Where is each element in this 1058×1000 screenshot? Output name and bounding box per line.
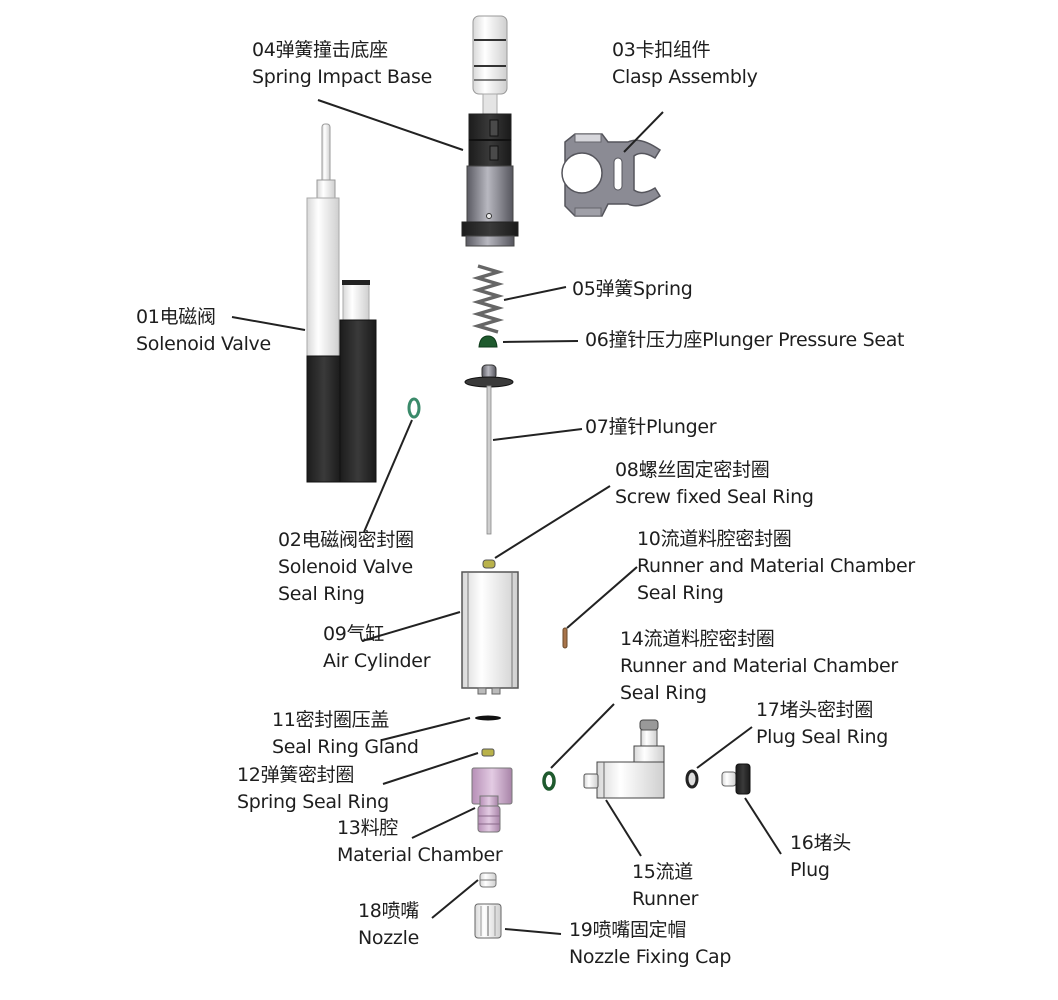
- label-07-plunger: 07撞针Plunger: [585, 414, 717, 441]
- label-en: Plug: [790, 859, 830, 881]
- part-05-spring: [471, 264, 505, 334]
- part-07-plunger: [464, 364, 514, 535]
- label-zh: 17堵头密封圈: [756, 699, 874, 721]
- part-12-spring-seal-ring: [481, 748, 495, 757]
- label-en: Seal Ring Gland: [272, 736, 419, 758]
- label-en: Material Chamber: [337, 844, 503, 866]
- label-en: Runner and Material Chamber: [620, 655, 898, 677]
- leader-lines: [231, 99, 782, 935]
- label-zh: 01电磁阀: [136, 306, 216, 328]
- part-13-material-chamber: [471, 767, 513, 833]
- part-11-seal-ring-gland: [475, 715, 501, 721]
- label-en-2: Seal Ring: [620, 682, 707, 704]
- label-zh: 11密封圈压盖: [272, 709, 390, 731]
- label-zh: 08螺丝固定密封圈: [615, 459, 770, 481]
- part-18-nozzle: [479, 872, 497, 888]
- label-zh: 10流道料腔密封圈: [637, 528, 792, 550]
- label-zh: 09气缸: [323, 623, 384, 645]
- label-en: Spring Seal Ring: [237, 791, 389, 813]
- label-03-clasp-assembly: 03卡扣组件 Clasp Assembly: [612, 37, 758, 91]
- label-zh: 18喷嘴: [358, 900, 419, 922]
- part-19-nozzle-fixing-cap: [474, 903, 502, 939]
- label-en: Plug Seal Ring: [756, 726, 888, 748]
- label-zh: 05弹簧Spring: [572, 278, 693, 300]
- label-19-nozzle-fixing-cap: 19喷嘴固定帽 Nozzle Fixing Cap: [569, 917, 731, 971]
- part-14-runner-seal-ring: [542, 771, 556, 791]
- part-03-clasp-assembly: [561, 133, 662, 217]
- label-en: Nozzle Fixing Cap: [569, 946, 732, 968]
- part-06-plunger-pressure-seat: [478, 335, 498, 348]
- part-01-solenoid-valve: [306, 123, 377, 483]
- label-17-plug-seal-ring: 17堵头密封圈 Plug Seal Ring: [756, 697, 888, 751]
- label-zh: 07撞针Plunger: [585, 416, 717, 438]
- label-09-air-cylinder: 09气缸 Air Cylinder: [323, 621, 431, 675]
- part-09-air-cylinder: [461, 571, 519, 695]
- label-15-runner: 15流道 Runner: [632, 859, 698, 913]
- part-17-plug-seal-ring: [685, 769, 699, 789]
- label-en: Clasp Assembly: [612, 66, 758, 88]
- label-16-plug: 16堵头 Plug: [790, 830, 851, 884]
- label-zh: 02电磁阀密封圈: [278, 529, 414, 551]
- label-en-2: Seal Ring: [278, 583, 365, 605]
- label-01-solenoid-valve: 01电磁阀 Solenoid Valve: [136, 304, 271, 358]
- label-zh: 12弹簧密封圈: [237, 764, 355, 786]
- label-05-spring: 05弹簧Spring: [572, 276, 693, 303]
- label-en: Nozzle: [358, 927, 419, 949]
- part-04-spring-impact-base: [461, 15, 519, 247]
- label-en: Runner and Material Chamber: [637, 555, 915, 577]
- part-16-plug: [721, 763, 751, 795]
- label-02-solenoid-valve-seal-ring: 02电磁阀密封圈 Solenoid Valve Seal Ring: [278, 527, 414, 608]
- label-zh: 14流道料腔密封圈: [620, 628, 775, 650]
- label-en: Air Cylinder: [323, 650, 431, 672]
- label-08-screw-fixed-seal-ring: 08螺丝固定密封圈 Screw fixed Seal Ring: [615, 457, 814, 511]
- label-12-spring-seal-ring: 12弹簧密封圈 Spring Seal Ring: [237, 762, 389, 816]
- label-10-runner-chamber-seal-ring: 10流道料腔密封圈 Runner and Material Chamber Se…: [637, 526, 915, 607]
- label-zh: 03卡扣组件: [612, 39, 711, 61]
- label-en: Solenoid Valve: [136, 333, 271, 355]
- label-04-spring-impact-base: 04弹簧撞击底座 Spring Impact Base: [252, 37, 432, 91]
- label-en: Solenoid Valve: [278, 556, 413, 578]
- part-08-screw-fixed-seal-ring: [482, 559, 496, 569]
- label-en: Spring Impact Base: [252, 66, 432, 88]
- label-en: Runner: [632, 888, 699, 910]
- label-11-seal-ring-gland: 11密封圈压盖 Seal Ring Gland: [272, 707, 419, 761]
- label-14-runner-chamber-seal-ring: 14流道料腔密封圈 Runner and Material Chamber Se…: [620, 626, 898, 707]
- part-02-solenoid-valve-seal-ring: [407, 397, 421, 419]
- label-en-2: Seal Ring: [637, 582, 724, 604]
- label-13-material-chamber: 13料腔 Material Chamber: [337, 815, 503, 869]
- part-15-runner: [583, 719, 665, 799]
- label-zh: 19喷嘴固定帽: [569, 919, 687, 941]
- label-en: Screw fixed Seal Ring: [615, 486, 814, 508]
- part-10-runner-chamber-seal-ring: [562, 627, 568, 649]
- label-06-plunger-pressure-seat: 06撞针压力座Plunger Pressure Seat: [585, 327, 905, 354]
- label-18-nozzle: 18喷嘴 Nozzle: [358, 898, 419, 952]
- label-zh: 13料腔: [337, 817, 398, 839]
- label-zh: 06撞针压力座Plunger Pressure Seat: [585, 329, 905, 351]
- label-zh: 15流道: [632, 861, 693, 883]
- label-zh: 04弹簧撞击底座: [252, 39, 388, 61]
- label-zh: 16堵头: [790, 832, 851, 854]
